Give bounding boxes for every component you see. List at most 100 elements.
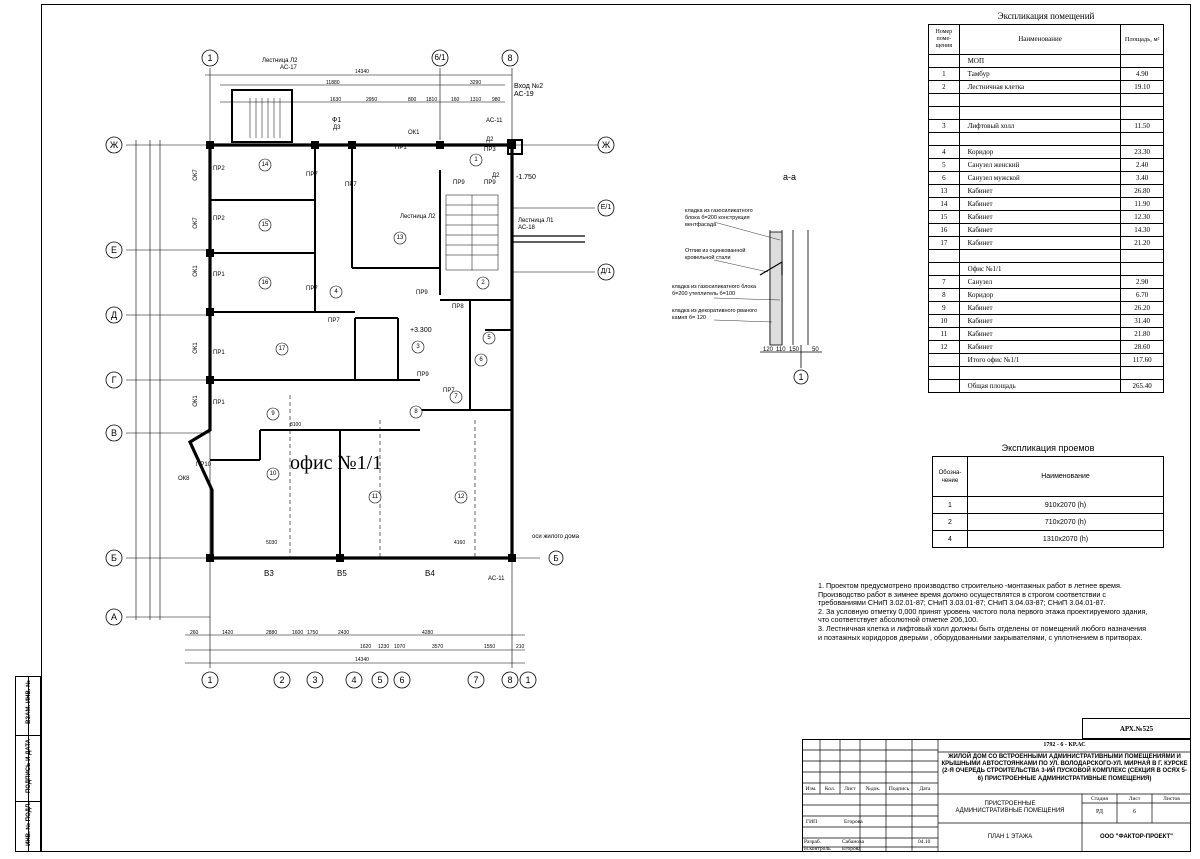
rooms-cell-num: 5	[928, 158, 960, 172]
rooms-cell-name	[958, 366, 1122, 380]
openings-table-title: Экспликация проемов	[1001, 443, 1095, 453]
note-3: 3. Лестничная клетка и лифтовый холл дол…	[818, 623, 1147, 642]
section-dim: 110	[776, 347, 786, 353]
stamp-description: ЖИЛОЙ ДОМ СО ВСТРОЕННЫМИ АДМИНИСТРАТИВНЫ…	[941, 754, 1188, 782]
rooms-cell-area: 14.30	[1120, 223, 1164, 237]
stamp-company: ООО "ФАКТОР-ПРОЕКТ"	[1099, 834, 1174, 840]
rooms-cell-num: 16	[928, 223, 960, 237]
rooms-cell-area	[1120, 366, 1164, 380]
rooms-cell-num: 11	[928, 327, 960, 341]
title-block	[802, 739, 1191, 852]
rooms-cell-num	[928, 93, 960, 107]
rooms-cell-name: Санузел мужской	[958, 171, 1122, 185]
openings-cell-mark: 2	[932, 513, 968, 531]
rooms-cell-name: Офис №1/1	[958, 262, 1122, 276]
rooms-cell-name: Кабинет	[958, 327, 1122, 341]
rooms-cell-name: Кабинет	[958, 197, 1122, 211]
openings-cell-mark: 4	[932, 530, 968, 548]
stamp-header-kol: Кол.	[824, 786, 836, 792]
rooms-cell-area: 23.30	[1120, 145, 1164, 159]
rooms-cell-name: Общая площадь	[958, 379, 1122, 393]
rooms-cell-name: Тамбур	[958, 67, 1122, 81]
rooms-cell-area: 3.40	[1120, 171, 1164, 185]
rooms-cell-num: 12	[928, 340, 960, 354]
rooms-cell-area: 117.60	[1120, 353, 1164, 367]
section-title: а-а	[783, 172, 797, 182]
stamp-sheets-header: Листов	[1163, 796, 1180, 802]
rooms-table-row	[928, 249, 1164, 263]
rooms-cell-area: 2.40	[1120, 158, 1164, 172]
rooms-cell-num	[928, 379, 960, 393]
rooms-cell-num: 1	[928, 67, 960, 81]
stamp-nkontr-name: Егорова	[842, 846, 861, 852]
rooms-table-row	[928, 106, 1164, 120]
rooms-cell-num: 13	[928, 184, 960, 198]
rooms-cell-area: 26.20	[1120, 301, 1164, 315]
rooms-cell-area: 6.70	[1120, 288, 1164, 302]
general-notes: 1. Проектом предусмотрено производство с…	[818, 581, 1148, 642]
rooms-cell-area: 11.90	[1120, 197, 1164, 211]
stamp-header-list: Лист	[844, 786, 856, 792]
stamp-sheet: 6	[1133, 809, 1136, 815]
rooms-cell-area: 21.20	[1120, 236, 1164, 250]
rooms-cell-num: 6	[928, 171, 960, 185]
stamp-razrab: Разраб.	[804, 839, 822, 845]
stamp-header-ndok: №док.	[865, 786, 881, 792]
rooms-table: Номер поме- щения Наименование Площадь, …	[928, 24, 1164, 393]
stamp-section-name: ПРИСТРОЕННЫЕ АДМИНИСТРАТИВНЫЕ ПОМЕЩЕНИЯ	[955, 801, 1065, 814]
rooms-cell-name: Коридор	[958, 145, 1122, 159]
rooms-cell-num: 8	[928, 288, 960, 302]
rooms-header-num: Номер поме- щения	[928, 24, 960, 55]
rooms-cell-name: Кабинет	[958, 301, 1122, 315]
stamp-nkontr: Н.контроль	[804, 846, 831, 852]
openings-cell-name: 910x2070 (h)	[967, 496, 1164, 514]
rooms-cell-num: 9	[928, 301, 960, 315]
stamp-code: АРХ.№525	[1082, 718, 1191, 739]
rooms-cell-area	[1120, 106, 1164, 120]
rooms-cell-area	[1120, 54, 1164, 68]
rooms-cell-num: 17	[928, 236, 960, 250]
rooms-cell-num	[928, 366, 960, 380]
rooms-cell-name: Лифтовый холл	[958, 119, 1122, 133]
openings-header-name: Наименование	[967, 456, 1164, 497]
rooms-cell-area	[1120, 93, 1164, 107]
rooms-cell-area	[1120, 249, 1164, 263]
rooms-cell-name: МОП	[958, 54, 1122, 68]
rooms-cell-num	[928, 54, 960, 68]
section-callout-4: кладка из декоративного рваного камня б=…	[672, 308, 758, 321]
rooms-cell-num: 4	[928, 145, 960, 159]
rooms-cell-num	[928, 249, 960, 263]
note-2: 2. За условную отметку 0,000 принят уров…	[818, 606, 1148, 625]
stamp-header-podpis: Подпись	[888, 786, 910, 792]
stamp-razrab-date: 04.10	[918, 839, 931, 845]
stamp-stage: РД	[1096, 809, 1103, 815]
rooms-cell-name: Кабинет	[958, 340, 1122, 354]
rooms-cell-name: Санузел женский	[958, 158, 1122, 172]
section-axis: 1	[798, 372, 804, 382]
section-dim: 120	[763, 347, 774, 353]
rooms-table-row	[928, 93, 1164, 107]
rooms-cell-num: 10	[928, 314, 960, 328]
rooms-cell-area: 12.30	[1120, 210, 1164, 224]
rooms-table-row	[928, 366, 1164, 380]
section-callout-2: Отлив из оцинкованной кровельной стали	[685, 248, 746, 261]
rooms-table-row: Офис №1/1	[928, 262, 1164, 276]
openings-cell-name: 710x2070 (h)	[967, 513, 1164, 531]
rooms-table-row: МОП	[928, 54, 1164, 68]
rooms-cell-num	[928, 106, 960, 120]
rooms-cell-area: 265.40	[1120, 379, 1164, 393]
